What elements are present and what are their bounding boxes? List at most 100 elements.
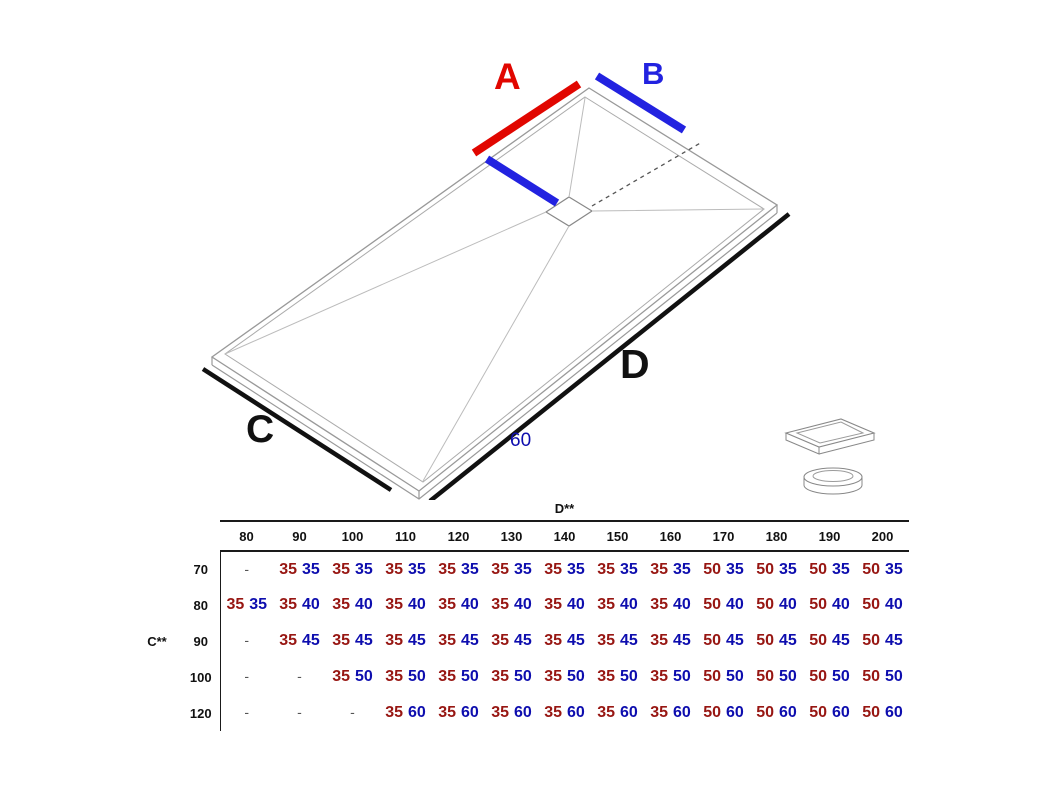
value-blue: 35 [779,560,797,578]
value-blue: 60 [567,704,585,721]
value-red: 50 [756,704,774,721]
value-red: 50 [862,632,880,649]
size-cell: 50 40 [856,587,909,623]
row-header: 80 [182,587,221,623]
size-cell: 50 45 [856,623,909,659]
value-blue: 45 [726,632,744,649]
column-header: 120 [432,520,485,552]
value-red: 35 [438,560,456,578]
column-header: 80 [220,520,273,552]
value-blue: 45 [673,632,691,649]
value-red: 35 [650,668,668,685]
value-red: 35 [438,596,456,613]
row-axis-label [132,659,182,695]
size-cell: 35 45 [379,623,432,659]
value-red: 35 [597,596,615,613]
column-header: 110 [379,520,432,552]
row-header: 100 [182,659,221,695]
value-red: 50 [862,560,880,578]
empty-cell-dash: - [297,668,302,684]
value-blue: 35 [567,560,585,578]
label-c: C [246,408,275,451]
value-blue: 50 [567,668,585,685]
column-header: 130 [485,520,538,552]
dim-line-b [594,72,687,134]
value-blue: 60 [461,704,479,721]
value-blue: 45 [355,632,373,649]
value-blue: 45 [514,632,532,649]
value-red: 35 [226,596,245,613]
value-red: 35 [491,704,509,721]
column-header: 150 [591,520,644,552]
value-blue: 35 [302,560,320,578]
value-blue: 45 [408,632,426,649]
empty-cell-dash: - [244,668,250,684]
value-blue: 50 [408,668,426,685]
label-offset-60: 60 [510,430,532,451]
value-red: 35 [544,596,562,613]
value-blue: 40 [779,596,797,613]
size-cell: 35 60 [432,695,485,731]
value-red: 35 [332,668,350,685]
value-blue: 60 [779,704,797,721]
row-axis-label [132,551,182,587]
value-blue: 60 [673,704,691,721]
dotted-guide-line [591,141,703,207]
size-cell: - [326,695,379,731]
column-header: 90 [273,520,326,552]
label-a: A [494,56,521,97]
value-red: 50 [862,596,880,613]
value-blue: 60 [408,704,426,721]
value-red: 35 [597,632,615,649]
value-blue: 40 [408,596,426,613]
column-header: 170 [697,520,750,552]
empty-cell-dash: - [244,632,250,648]
value-blue: 45 [885,632,903,649]
size-cell: - [220,695,273,731]
value-blue: 35 [408,560,426,578]
value-blue: 40 [885,596,903,613]
value-red: 50 [703,704,721,721]
row-header: 120 [182,695,221,731]
value-red: 35 [279,596,297,613]
corner-spacer [132,521,182,551]
drain-detail-illustration [784,418,876,495]
value-red: 50 [756,596,774,613]
column-header: 180 [750,520,803,552]
d-axis-row: D** [132,496,909,521]
corner-spacer [182,521,220,551]
value-red: 35 [385,632,403,649]
value-red: 50 [809,632,827,649]
column-header: 160 [644,520,697,552]
value-red: 35 [332,596,350,613]
value-blue: 60 [620,704,638,721]
value-red: 35 [650,560,668,578]
value-red: 35 [332,560,350,578]
value-red: 35 [650,596,668,613]
value-red: 35 [491,596,509,613]
value-red: 35 [438,704,456,721]
value-red: 35 [650,704,668,721]
value-blue: 60 [885,704,903,721]
size-cell: - [273,659,326,695]
column-header: 140 [538,520,591,552]
